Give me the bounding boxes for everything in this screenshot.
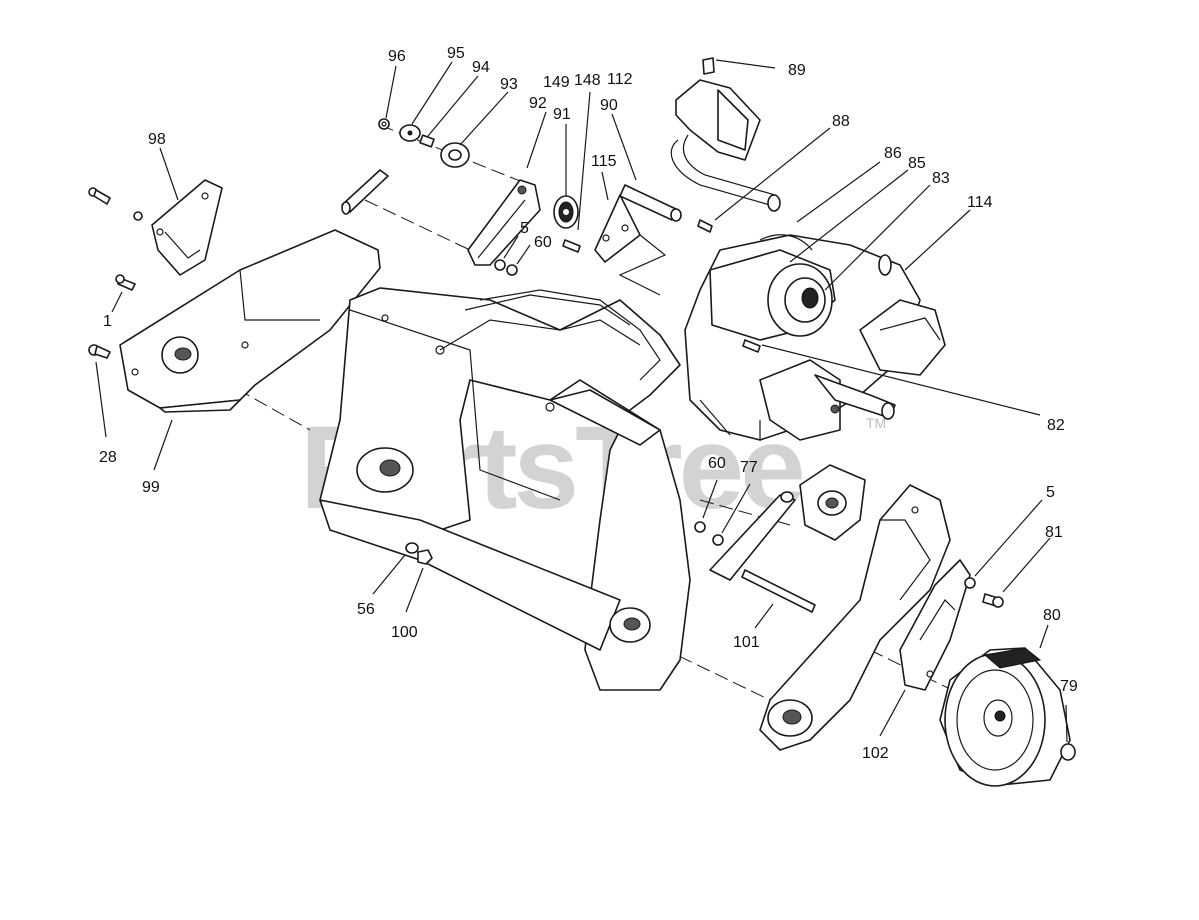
part-90-shaft[interactable]	[619, 184, 682, 222]
label-112[interactable]: 112	[607, 71, 633, 88]
part-92-bracket[interactable]	[467, 179, 541, 266]
label-95[interactable]: 95	[447, 45, 465, 62]
label-85[interactable]: 85	[908, 155, 926, 172]
part-115-plate[interactable]	[594, 194, 667, 296]
part-95-washer[interactable]	[399, 124, 421, 142]
bolt-149[interactable]	[562, 239, 581, 253]
part-102-bracket[interactable]	[899, 559, 971, 691]
part-5-washer-b-left[interactable]	[712, 534, 724, 546]
part-28-bolt[interactable]	[88, 344, 111, 359]
part-60-nut-b[interactable]	[694, 521, 706, 533]
label-5-lower[interactable]: 5	[1046, 484, 1055, 501]
label-56[interactable]: 56	[357, 601, 375, 618]
label-99[interactable]: 99	[142, 479, 160, 496]
label-82[interactable]: 82	[1047, 417, 1065, 434]
part-96-nut[interactable]	[378, 118, 390, 130]
part-91-gear[interactable]	[553, 195, 579, 229]
label-91[interactable]: 91	[553, 106, 571, 123]
part-99-side-plate[interactable]	[119, 229, 381, 413]
label-114[interactable]: 114	[967, 194, 993, 211]
top-left-bolt[interactable]	[88, 187, 143, 221]
shaft-left[interactable]	[341, 169, 389, 215]
part-88-spring[interactable]	[697, 219, 713, 233]
part-82-bolt[interactable]	[742, 339, 761, 353]
label-96[interactable]: 96	[388, 48, 406, 65]
label-94[interactable]: 94	[472, 59, 490, 76]
label-93[interactable]: 93	[500, 76, 518, 93]
engine-assembly[interactable]	[684, 234, 946, 441]
part-89-control-bracket[interactable]	[670, 57, 781, 212]
part-1-bolt[interactable]	[115, 274, 136, 291]
label-79[interactable]: 79	[1060, 678, 1078, 695]
label-88[interactable]: 88	[832, 113, 850, 130]
part-5-washer-a[interactable]	[494, 259, 506, 271]
label-149[interactable]: 149	[543, 74, 570, 91]
label-148[interactable]: 148	[574, 72, 601, 89]
part-80-wheel[interactable]	[939, 647, 1071, 787]
part-100-nut[interactable]	[417, 549, 433, 565]
label-92[interactable]: 92	[529, 95, 547, 112]
label-89[interactable]: 89	[788, 62, 806, 79]
watermark-trademark: TM	[866, 415, 886, 431]
part-79-cap[interactable]	[1060, 743, 1076, 761]
label-5-upper[interactable]: 5	[520, 220, 529, 237]
label-60-upper[interactable]: 60	[534, 234, 552, 251]
label-101[interactable]: 101	[733, 634, 760, 651]
part-60-nut-a[interactable]	[506, 264, 518, 276]
leader-lines	[95, 59, 1068, 743]
label-86[interactable]: 86	[884, 145, 902, 162]
label-98[interactable]: 98	[148, 131, 166, 148]
part-labels: 96 95 94 93 149 148 112 92 91 90 89 88 8…	[99, 45, 1078, 762]
label-100[interactable]: 100	[391, 624, 418, 641]
label-83[interactable]: 83	[932, 170, 950, 187]
part-77-tube[interactable]	[709, 491, 796, 581]
part-94-pin[interactable]	[419, 134, 435, 148]
label-90[interactable]: 90	[600, 97, 618, 114]
label-77[interactable]: 77	[740, 459, 758, 476]
label-81[interactable]: 81	[1045, 524, 1063, 541]
label-102[interactable]: 102	[862, 745, 889, 762]
part-101-axle[interactable]	[741, 569, 816, 613]
right-side-plate[interactable]	[759, 484, 951, 751]
label-115[interactable]: 115	[591, 153, 617, 170]
label-1[interactable]: 1	[103, 313, 112, 330]
label-80[interactable]: 80	[1043, 607, 1061, 624]
label-60-lower[interactable]: 60	[708, 455, 726, 472]
part-56-washer[interactable]	[405, 542, 419, 554]
label-28[interactable]: 28	[99, 449, 117, 466]
part-93-bearing[interactable]	[440, 142, 470, 168]
part-98-bracket[interactable]	[151, 179, 223, 276]
part-81-bolt[interactable]	[982, 593, 1004, 608]
engine-flange[interactable]	[799, 464, 866, 541]
part-5-washer-b[interactable]	[964, 577, 976, 589]
auger-housing[interactable]	[319, 287, 691, 691]
